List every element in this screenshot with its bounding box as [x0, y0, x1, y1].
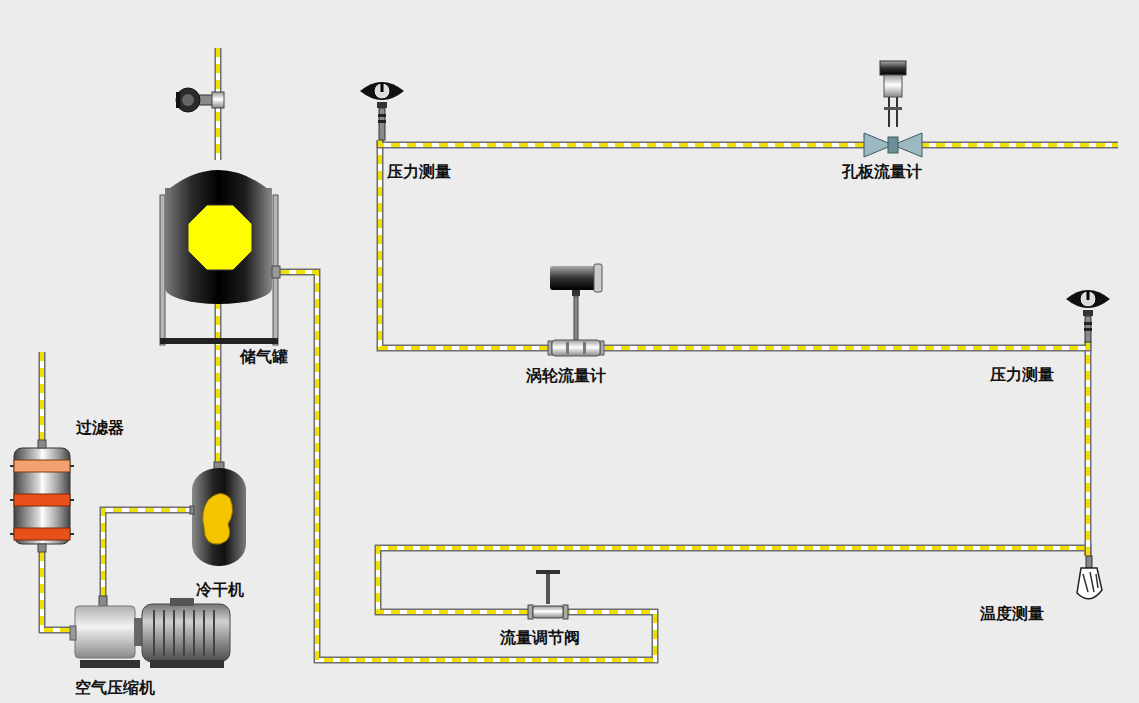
- air-pipe: [280, 272, 655, 660]
- static-pipe: [42, 48, 1118, 442]
- turbine-flowmeter: 涡轮流量计: [548, 262, 604, 358]
- equipment-label: 孔板流量计: [842, 162, 922, 182]
- turbine-flowmeter-symbol: [548, 262, 604, 358]
- equipment-label: 储气罐: [240, 347, 288, 367]
- filter: 过滤器: [10, 440, 74, 552]
- air-pipe: [380, 140, 548, 348]
- pressure-gauge-symbol: [1064, 286, 1112, 342]
- refrigerated-dryer: 冷干机: [190, 462, 248, 570]
- filter-symbol: [10, 440, 74, 552]
- equipment-label: 过滤器: [76, 418, 124, 438]
- equipment-label: 冷干机: [196, 580, 244, 600]
- equipment-label: 流量调节阀: [500, 628, 580, 648]
- equipment-label: 压力测量: [387, 162, 451, 182]
- air-pipe: [103, 510, 190, 596]
- temperature-gauge-symbol: [1074, 556, 1104, 602]
- air-compressor-symbol: [70, 596, 232, 672]
- equipment-label: 空气压缩机: [75, 678, 155, 698]
- air-pipe: [1088, 342, 1089, 556]
- orifice-flowmeter: 孔板流量计: [864, 61, 922, 161]
- equipment-label: 涡轮流量计: [526, 366, 606, 386]
- flow-control-valve: 流量调节阀: [528, 568, 568, 624]
- orifice-flowmeter-symbol: [864, 61, 922, 161]
- flow-control-valve-symbol: [528, 568, 568, 624]
- storage-tank: 储气罐: [160, 150, 280, 345]
- air-pipe: [378, 548, 1088, 612]
- temperature-gauge: 温度测量: [1074, 556, 1104, 602]
- air-pipe: [380, 140, 864, 145]
- storage-tank-symbol: [160, 150, 280, 345]
- air-pipe: [42, 552, 70, 630]
- equipment-label: 温度测量: [980, 604, 1044, 624]
- equipment-label: 压力测量: [990, 365, 1054, 385]
- vent-valve-symbol: [176, 88, 224, 112]
- air-pipe: [604, 342, 1088, 348]
- pressure-gauge: 压力测量: [1064, 286, 1112, 342]
- air-pipe: [218, 345, 219, 462]
- refrigerated-dryer-symbol: [190, 462, 248, 570]
- air-compressor: 空气压缩机: [70, 596, 232, 672]
- pressure-gauge-symbol: [358, 78, 406, 140]
- pressure-gauge: 压力测量: [358, 78, 406, 140]
